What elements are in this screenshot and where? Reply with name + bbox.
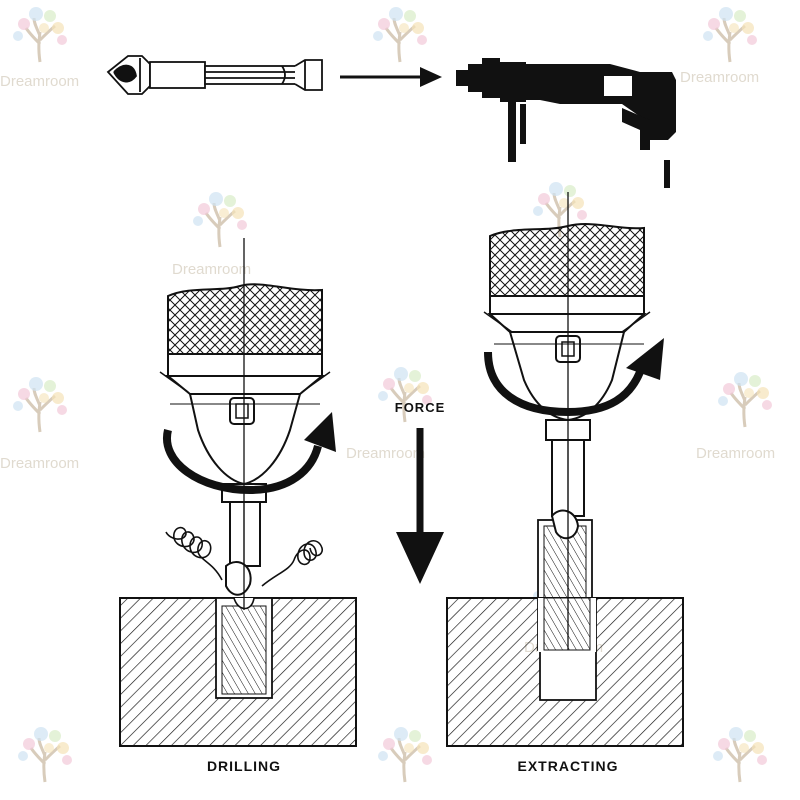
watermark-tree-icon: [701, 5, 759, 64]
watermark-text: Dreamroom: [346, 445, 425, 462]
force-indicator: FORCE: [395, 400, 446, 584]
watermark-text: Dreamroom: [696, 445, 775, 462]
watermark-tree-icon: [711, 725, 769, 784]
watermark-tree-icon: [16, 725, 74, 784]
watermark-tree-icon: [371, 5, 429, 64]
power-drill-icon: [456, 58, 676, 188]
watermark-text: Dreamroom: [0, 73, 79, 90]
metal-chip-right: [261, 540, 323, 587]
watermark-text: Dreamroom: [680, 69, 759, 86]
watermark-text: Dreamroom: [172, 261, 251, 278]
watermark-tree-icon: [191, 190, 249, 249]
rotation-arrow-icon: [163, 429, 322, 495]
watermark-text: Dreamroom: [0, 455, 79, 472]
extracting-panel: EXTRACTING: [446, 192, 684, 774]
force-label: FORCE: [395, 400, 446, 415]
chuck-taper: [487, 313, 647, 333]
watermark-tree-icon: [716, 370, 774, 429]
chuck-body: [167, 353, 323, 377]
extractor-bit-illustration: [106, 55, 323, 95]
chuck-taper: [165, 375, 325, 395]
extracting-label: EXTRACTING: [518, 758, 619, 774]
chuck-knurl: [167, 283, 323, 355]
drilling-label: DRILLING: [207, 758, 281, 774]
chuck-body: [489, 295, 645, 315]
watermark-tree-icon: [11, 5, 69, 64]
watermark-tree-icon: [11, 375, 69, 434]
metal-chip-left: [165, 526, 223, 581]
watermark-tree-icon: [376, 725, 434, 784]
chuck-knurl: [489, 223, 645, 297]
insert-arrow-icon: [340, 67, 442, 87]
drilling-panel: DRILLING: [119, 238, 357, 774]
